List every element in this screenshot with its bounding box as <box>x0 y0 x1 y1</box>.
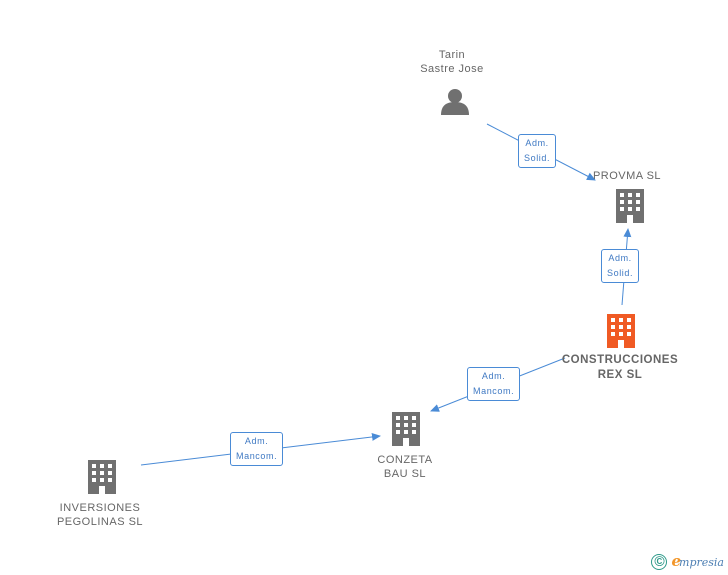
person-icon[interactable] <box>441 89 469 115</box>
node-label-provma[interactable]: PROVMA SL <box>592 170 662 182</box>
brand-logo: empresia <box>671 552 724 570</box>
building-icon-conzeta[interactable] <box>392 412 420 446</box>
edge-label-construcciones-provma: Adm. Solid. <box>601 249 640 283</box>
node-label-inversiones[interactable]: INVERSIONES PEGOLINAS SL <box>56 502 144 528</box>
node-label-construcciones[interactable]: CONSTRUCCIONES REX SL <box>561 354 679 381</box>
building-icon-construcciones[interactable] <box>607 314 635 348</box>
node-label-tarin[interactable]: Tarin Sastre Jose <box>420 49 484 75</box>
copyright-icon: © <box>651 553 668 570</box>
node-label-conzeta[interactable]: CONZETA BAU SL <box>377 454 433 480</box>
edge-label-tarin-provma: Adm. Solid. <box>518 134 557 168</box>
brand-footer[interactable]: © empresia <box>651 552 724 571</box>
edge-label-construcciones-conzeta: Adm. Mancom. <box>467 367 521 401</box>
building-icon-provma[interactable] <box>616 189 644 223</box>
edge-label-inversiones-conzeta: Adm. Mancom. <box>230 432 284 466</box>
building-icon-inversiones[interactable] <box>88 460 116 494</box>
